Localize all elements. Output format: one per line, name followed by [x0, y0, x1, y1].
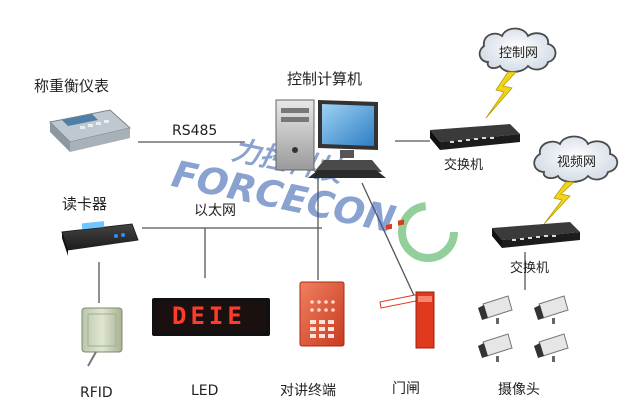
- label-rs485: RS485: [172, 123, 217, 139]
- computer-icon: [275, 99, 386, 178]
- connection-lines: [98, 140, 526, 303]
- switch-icon: [430, 124, 520, 150]
- label-ethernet: 以太网: [194, 203, 236, 219]
- label-cloud-control: 控制网: [499, 46, 538, 61]
- label-rfid: RFID: [80, 385, 113, 401]
- intercom-icon: [299, 281, 345, 347]
- label-switch-bottom: 交换机: [510, 260, 549, 276]
- label-switch-top: 交换机: [444, 157, 483, 173]
- lightning-icon: [543, 181, 576, 225]
- cloud-icon: [533, 135, 619, 183]
- barrier-gate-icon: [379, 219, 435, 349]
- led-display-text: DEIE: [172, 302, 246, 330]
- cloud-icon: [478, 27, 557, 73]
- label-intercom: 对讲终端: [280, 383, 336, 399]
- camera-icon: [478, 295, 569, 362]
- label-led: LED: [191, 383, 218, 399]
- lightning-icon: [485, 71, 517, 119]
- card-reader-icon: [61, 221, 139, 256]
- label-gate: 门闸: [392, 381, 420, 397]
- rfid-reader-icon: [81, 307, 123, 367]
- led-screen-icon: DEIE: [152, 298, 270, 336]
- label-camera: 摄像头: [498, 382, 540, 398]
- label-control-computer: 控制计算机: [287, 70, 362, 88]
- label-weighing-indicator: 称重衡仪表: [34, 77, 109, 95]
- switch-icon: [492, 222, 580, 248]
- computer-to-gate-line: [361, 182, 418, 303]
- watermark-ring: [398, 202, 458, 262]
- weighing-scale-icon: [48, 109, 132, 152]
- label-cloud-video: 视频网: [557, 155, 596, 170]
- label-card-reader: 读卡器: [62, 195, 107, 213]
